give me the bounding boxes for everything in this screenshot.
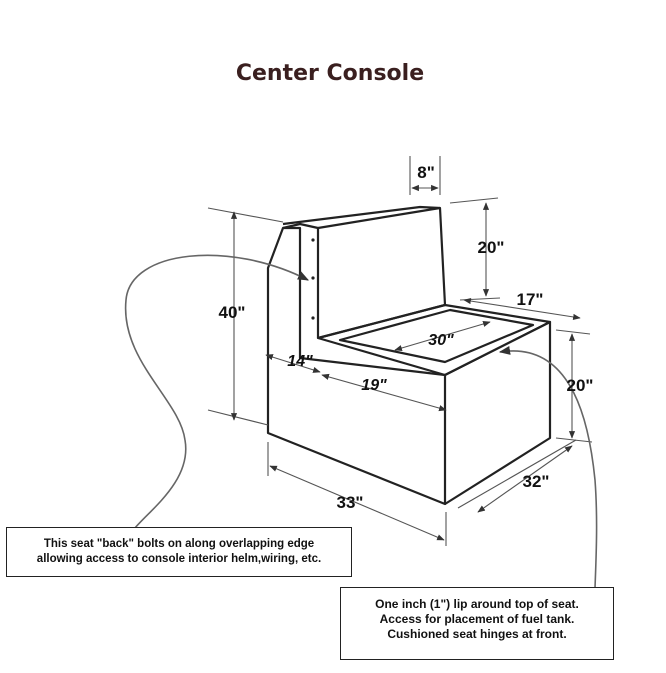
dim-side-depth: 14" <box>287 353 313 370</box>
note-seat-lip: One inch (1") lip around top of seat. Ac… <box>340 587 614 660</box>
dim-front-height: 20" <box>567 376 594 395</box>
dim-back-height: 20" <box>478 238 505 257</box>
dim-back-thickness: 8" <box>417 163 435 182</box>
dim-seat-width: 19" <box>361 377 387 394</box>
note-line: Access for placement of fuel tank. <box>379 612 575 626</box>
dimension-lines <box>207 156 593 546</box>
dim-lip-width: 30" <box>428 332 454 349</box>
dim-base-width: 33" <box>337 493 364 512</box>
dim-total-height: 40" <box>219 303 246 322</box>
dim-seat-depth: 17" <box>517 290 544 309</box>
note-seat-back: This seat "back" bolts on along overlapp… <box>6 527 352 577</box>
note-line: allowing access to console interior helm… <box>36 553 322 565</box>
note-line: Cushioned seat hinges at front. <box>387 627 567 641</box>
note-line: One inch (1") lip around top of seat. <box>375 597 579 611</box>
callout-lines <box>124 254 598 589</box>
page-title: Center Console <box>236 61 424 86</box>
dim-base-depth: 32" <box>523 472 550 491</box>
note-line: This seat "back" bolts on along overlapp… <box>43 538 315 550</box>
